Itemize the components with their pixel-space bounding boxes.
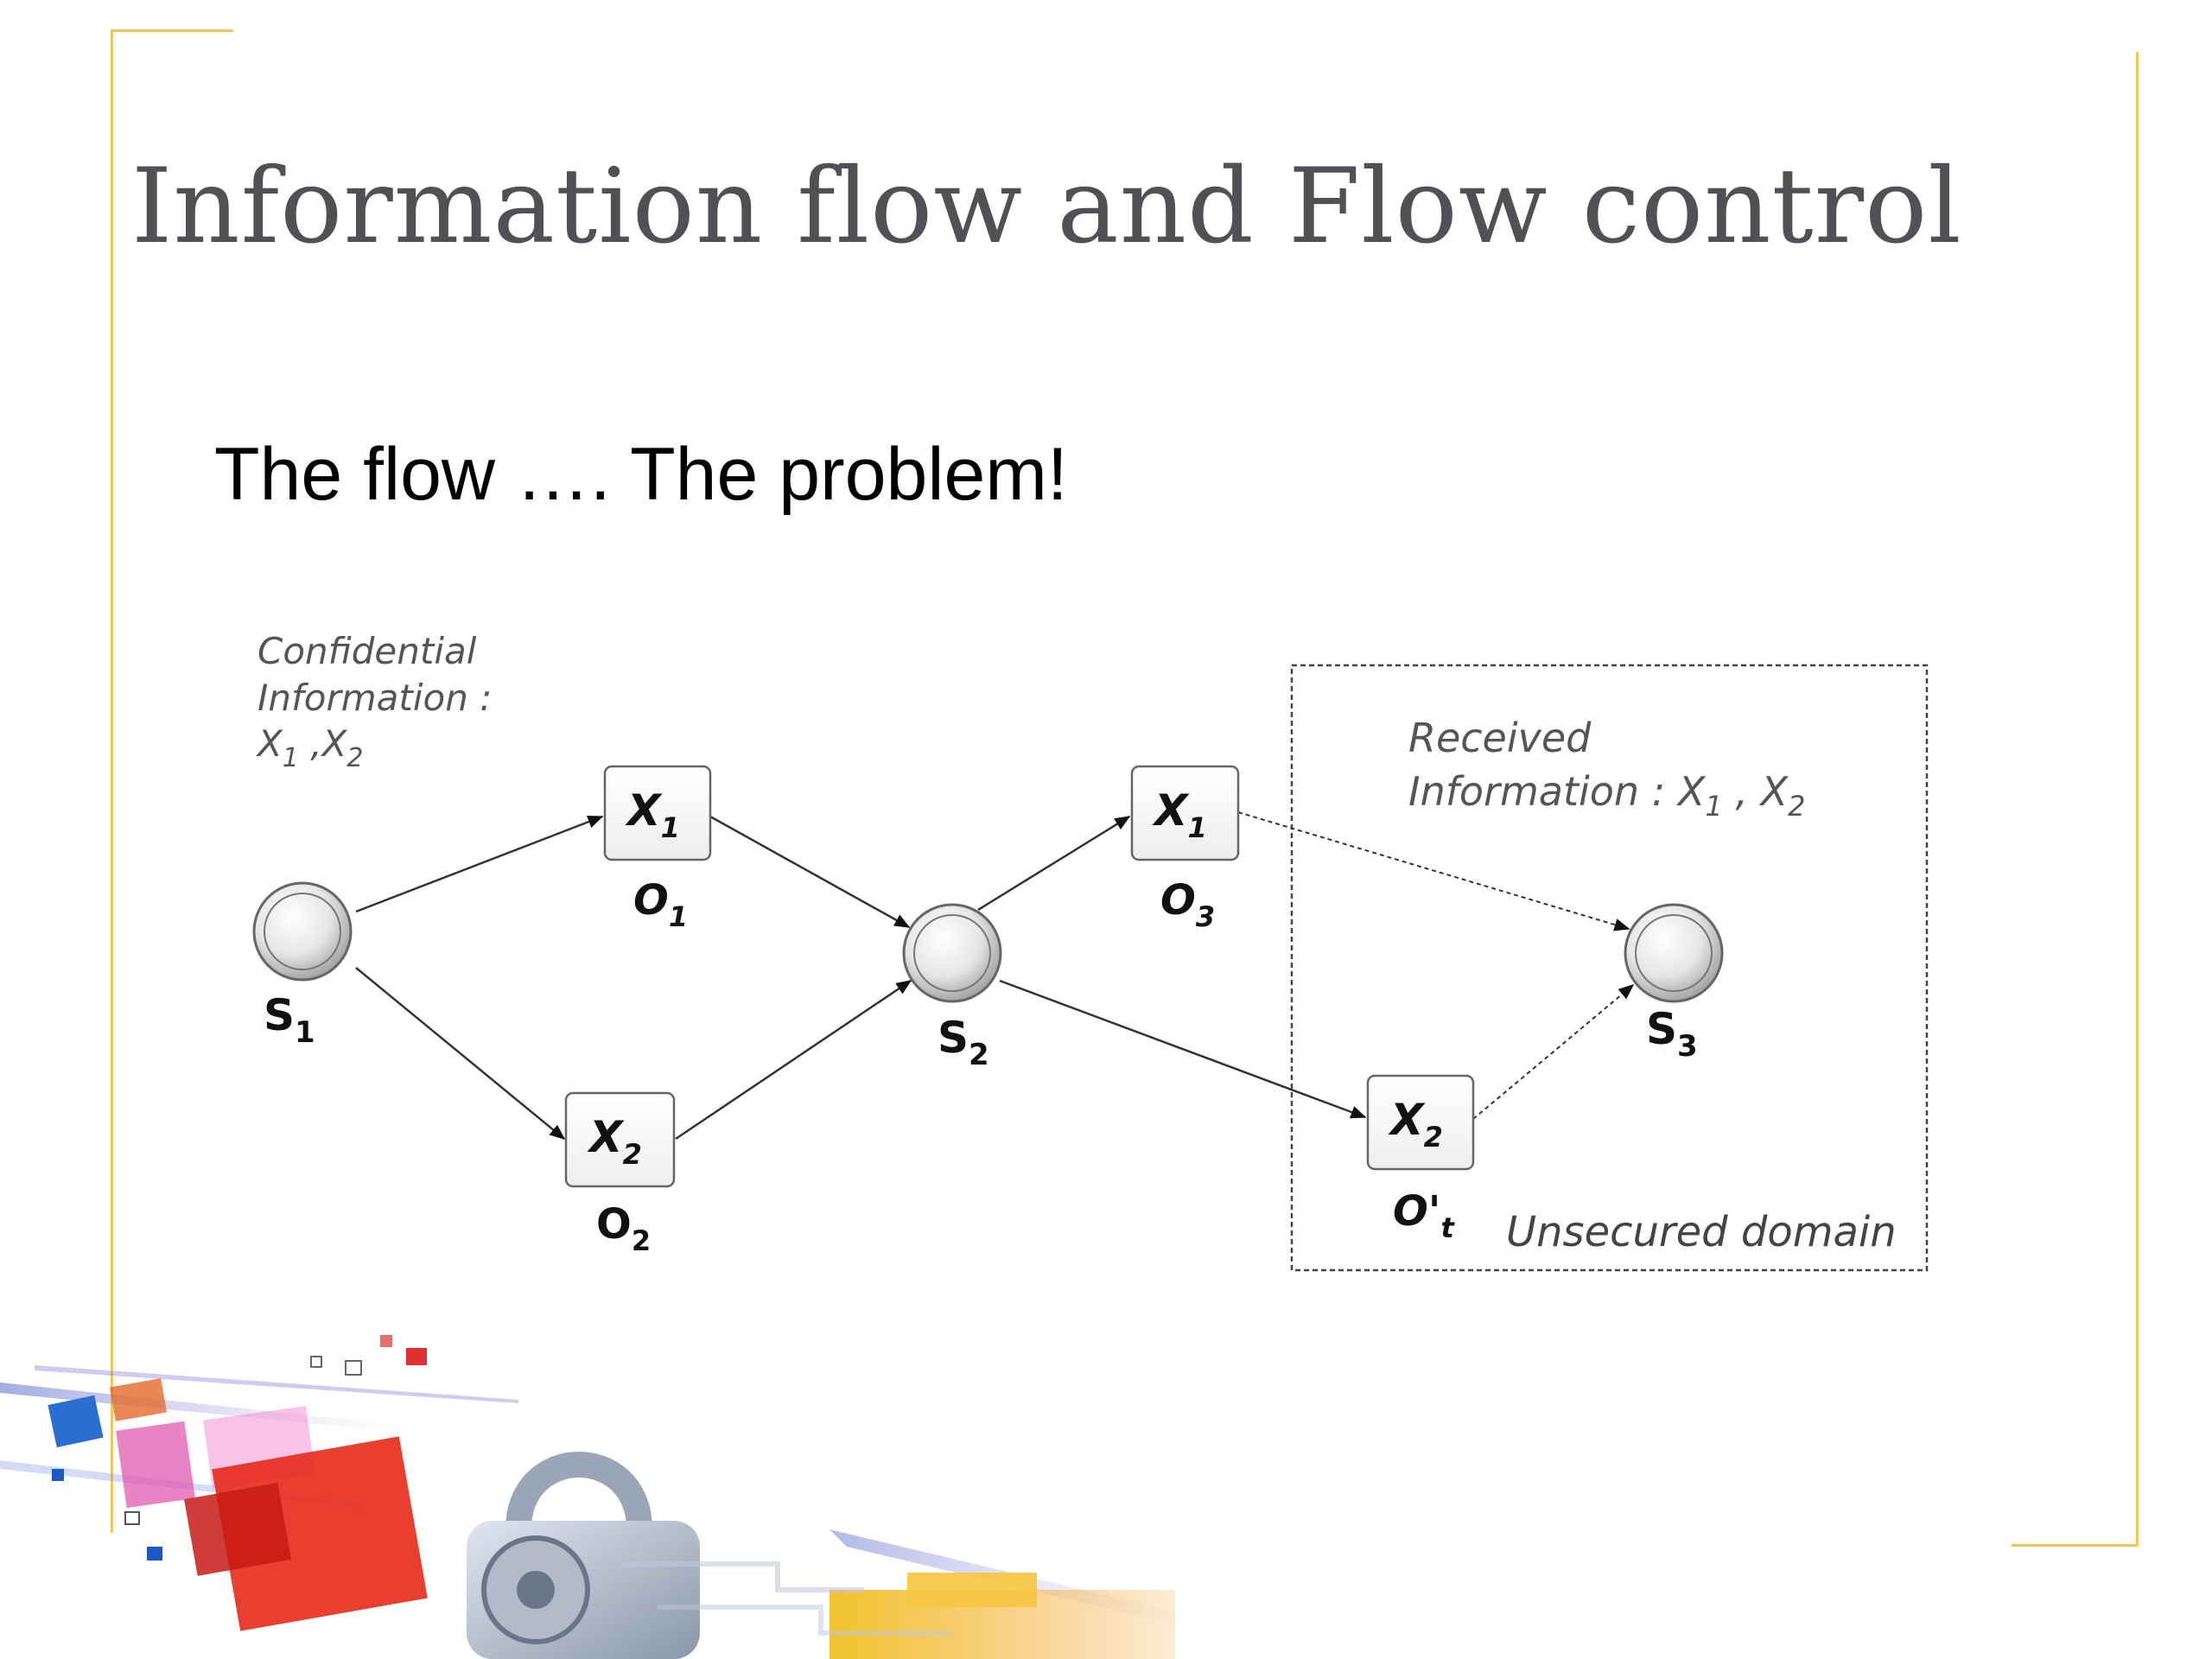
subject-node-s3 — [1624, 903, 1724, 1003]
edge-s1-o2 — [355, 967, 566, 1140]
edge-o2-s2 — [675, 979, 912, 1141]
edge-ot-s3 — [1472, 984, 1635, 1120]
edge-s1-o1 — [355, 815, 604, 913]
frame-right — [2136, 52, 2139, 1547]
svg-text:X2: X2 — [1388, 1095, 1443, 1154]
frame-left — [111, 29, 113, 1533]
object-label-ot: O't — [1393, 1187, 1456, 1244]
received-note: Received Information : X1 , X2 — [1408, 715, 1805, 823]
frame-bottom-right — [2012, 1544, 2139, 1547]
object-box-o1: X1 — [603, 765, 712, 861]
svg-text:Received: Received — [1408, 715, 1592, 761]
svg-text:Information :: Information : — [257, 677, 492, 719]
subject-label-s1: S1 — [264, 990, 315, 1050]
frame-top-left — [111, 29, 233, 32]
subject-node-s1 — [252, 881, 353, 982]
confidential-note: Confidential Information : X1 ,X2 — [256, 630, 492, 773]
object-label-o1: O1 — [633, 876, 688, 933]
object-box-ot: X2 — [1366, 1074, 1475, 1171]
svg-text:Confidential: Confidential — [257, 630, 477, 672]
object-box-o2: X2 — [564, 1091, 676, 1188]
object-label-o2: O2 — [596, 1200, 651, 1257]
subject-label-s3: S3 — [1646, 1004, 1698, 1064]
unsecured-domain-label: Unsecured domain — [1506, 1208, 1897, 1256]
svg-text:X1: X1 — [625, 785, 680, 844]
edge-s2-o3 — [977, 815, 1131, 912]
edge-s2-ot — [999, 979, 1367, 1119]
subject-node-s2 — [902, 903, 1002, 1003]
slide-subtitle: The flow …. The problem! — [214, 433, 1068, 516]
decorative-security-graphic — [0, 1335, 1192, 1659]
svg-text:X2: X2 — [587, 1112, 642, 1171]
svg-text:Information : X1 , X2: Information : X1 , X2 — [1408, 768, 1805, 823]
slide-title: Information flow and Flow control — [131, 147, 1962, 267]
edge-o3-s3 — [1237, 811, 1630, 931]
subject-label-s2: S2 — [938, 1013, 989, 1072]
unsecured-domain-box — [1290, 664, 1929, 1272]
object-box-o3: X1 — [1130, 765, 1240, 861]
object-label-o3: O3 — [1160, 876, 1215, 933]
svg-text:X1: X1 — [1152, 785, 1207, 844]
svg-text:X1 ,X2: X1 ,X2 — [256, 722, 363, 773]
edge-o1-s2 — [709, 815, 911, 929]
